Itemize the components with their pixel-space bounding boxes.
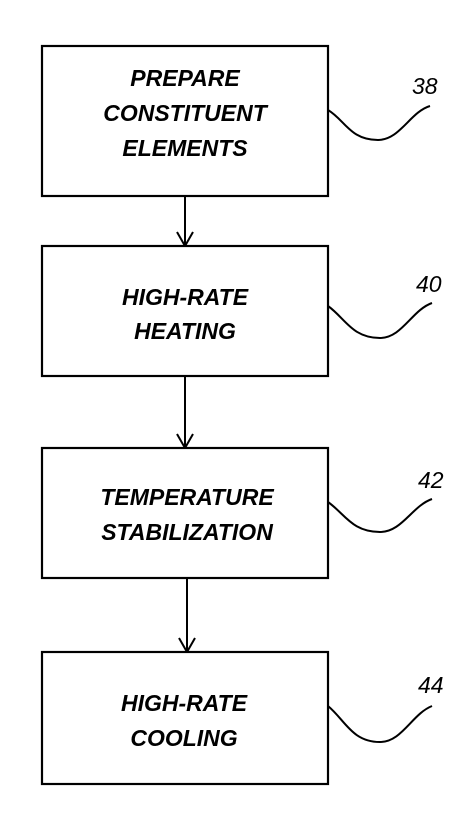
step-label-line: CONSTITUENT: [103, 100, 269, 126]
step-high-rate-heating: HIGH-RATE HEATING 40: [40, 244, 442, 378]
step-box: [40, 446, 330, 580]
reference-leader-line: [327, 105, 431, 142]
step-box: [40, 244, 330, 378]
step-label-line: TEMPERATURE: [100, 484, 274, 510]
flow-arrow: [178, 578, 196, 655]
step-high-rate-cooling: HIGH-RATE COOLING 44: [40, 650, 444, 786]
step-label-line: COOLING: [130, 725, 237, 751]
step-prepare-constituent-elements: PREPARE CONSTITUENT ELEMENTS 38: [40, 44, 438, 198]
step-label-line: HIGH-RATE: [122, 284, 249, 310]
flow-arrow: [176, 376, 194, 451]
reference-number: 38: [412, 73, 438, 99]
reference-number: 42: [418, 467, 444, 493]
step-label-line: HIGH-RATE: [121, 690, 248, 716]
reference-leader-line: [327, 705, 433, 744]
reference-number: 44: [418, 672, 444, 698]
reference-leader-line: [327, 302, 433, 340]
step-temperature-stabilization: TEMPERATURE STABILIZATION 42: [40, 446, 444, 580]
step-box: [40, 44, 330, 198]
reference-number: 40: [416, 271, 442, 297]
step-box: [40, 650, 330, 786]
reference-leader-line: [327, 498, 433, 534]
step-label-line: HEATING: [134, 318, 236, 344]
step-label-line: STABILIZATION: [101, 519, 273, 545]
flow-arrow: [176, 196, 194, 249]
step-label-line: ELEMENTS: [122, 135, 248, 161]
step-label-line: PREPARE: [130, 65, 240, 91]
